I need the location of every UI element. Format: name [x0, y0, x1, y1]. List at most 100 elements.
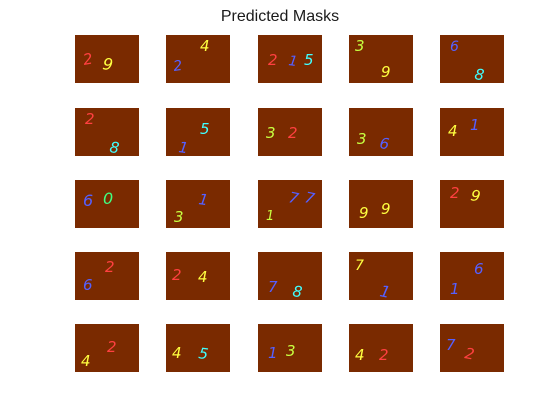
mask-digit: 1: [450, 280, 460, 298]
mask-background: [166, 324, 230, 372]
mask-digit: 9: [101, 54, 114, 74]
mask-digit: 1: [378, 281, 392, 300]
mask-image: 28: [75, 108, 139, 156]
mask-background: [75, 324, 139, 372]
mask-digit: 6: [474, 260, 484, 278]
mask-digit: 4: [172, 344, 182, 362]
mask-background: [166, 108, 230, 156]
mask-image: 62: [75, 252, 139, 300]
mask-digit: 2: [172, 58, 183, 75]
mask-digit: 7: [303, 188, 317, 208]
mask-digit: 6: [378, 134, 390, 153]
mask-digit: 1: [177, 138, 189, 156]
mask-image: 24: [166, 35, 230, 83]
mask-digit: 2: [85, 110, 95, 128]
mask-background: [75, 180, 139, 228]
mask-digit: 1: [470, 116, 480, 134]
mask-digit: 3: [266, 124, 276, 142]
mask-background: [258, 324, 322, 372]
mask-background: [349, 252, 413, 300]
mask-digit: 2: [105, 258, 115, 276]
mask-digit: 2: [107, 338, 117, 356]
mask-image: 68: [440, 35, 504, 83]
mask-digit: 8: [291, 282, 303, 300]
mask-digit: 2: [268, 51, 278, 69]
mask-digit: 4: [81, 352, 91, 370]
mask-background: [166, 180, 230, 228]
mask-digit: 2: [172, 266, 182, 284]
mask-background: [166, 252, 230, 300]
mask-digit: 2: [463, 344, 476, 363]
mask-digit: 6: [83, 276, 93, 294]
mask-digit: 9: [469, 186, 482, 205]
mask-digit: 9: [359, 204, 369, 222]
mask-digit: 4: [200, 37, 210, 55]
mask-digit: 7: [287, 188, 301, 208]
mask-digit: 3: [174, 208, 184, 226]
mask-background: [349, 180, 413, 228]
mask-background: [75, 108, 139, 156]
mask-digit: 9: [381, 200, 391, 218]
mask-image: 42: [75, 324, 139, 372]
mask-digit: 0: [103, 189, 113, 208]
mask-image: 16: [440, 252, 504, 300]
mask-digit: 7: [355, 258, 364, 274]
mask-digit: 2: [379, 346, 389, 364]
mask-digit: 5: [200, 120, 210, 138]
mask-digit: 3: [286, 342, 296, 360]
mask-digit: 1: [197, 190, 209, 209]
mask-digit: 2: [288, 124, 298, 142]
mask-digit: 4: [448, 122, 458, 140]
mask-digit: 7: [446, 336, 456, 354]
mask-background: [166, 35, 230, 83]
mask-digit: 9: [381, 63, 391, 81]
mask-background: [440, 108, 504, 156]
mask-digit: 3: [355, 37, 365, 55]
mask-background: [349, 324, 413, 372]
mask-digit: 4: [198, 268, 208, 286]
figure-title: Predicted Masks: [220, 8, 340, 25]
mask-digit: 6: [450, 39, 459, 55]
mask-background: [75, 35, 139, 83]
mask-digit: 1: [266, 209, 274, 224]
mask-digit: 8: [473, 65, 485, 83]
mask-background: [258, 180, 322, 228]
mask-digit: 5: [304, 51, 314, 69]
mask-background: [440, 252, 504, 300]
